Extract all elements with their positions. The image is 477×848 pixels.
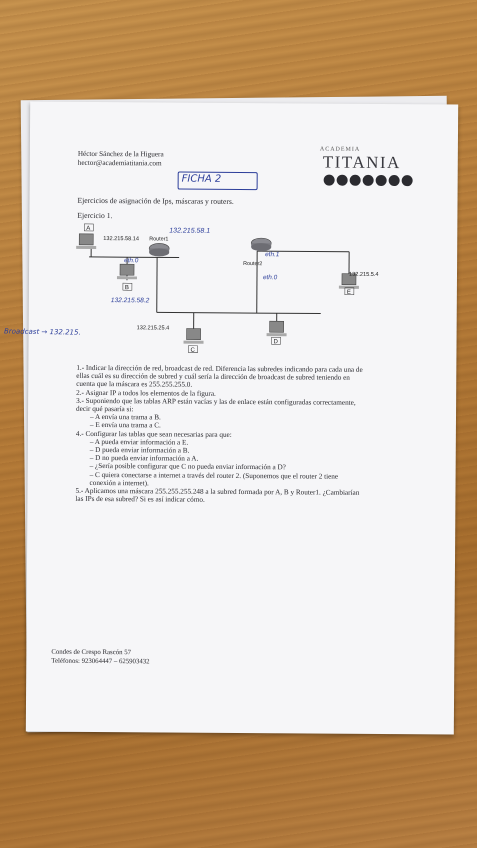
router2-label: Router2	[243, 261, 262, 267]
label-D: D	[274, 339, 279, 345]
bus-right	[257, 250, 350, 253]
ip-B-handwritten: 132.215.58.2	[111, 297, 150, 304]
computer-A-icon	[76, 233, 97, 249]
author-name: Héctor Sánchez de la Higuera	[77, 149, 164, 159]
router1-label: Router1	[149, 236, 168, 242]
worksheet-page: Héctor Sánchez de la Higuera hector@acad…	[25, 101, 459, 735]
label-A: A	[86, 226, 90, 232]
eth1-router2-handwritten: eth.1	[265, 251, 280, 258]
academy-logo-dots	[323, 174, 413, 187]
academy-logo-name: TITANIA	[322, 152, 401, 173]
question-line: las IPs de esa subred? Si es así indicar…	[75, 495, 205, 504]
bus-top	[89, 256, 180, 259]
computer-C-icon	[183, 328, 204, 344]
ip-E: 132.215.5.4	[349, 272, 379, 278]
ip-router1-handwritten: 132.215.58.1	[169, 227, 210, 234]
label-B: B	[125, 285, 129, 291]
footer-phones: Teléfonos: 923064447 – 625903432	[51, 657, 150, 666]
eth0-router1-handwritten: eth.0	[124, 257, 139, 264]
label-E: E	[347, 290, 351, 296]
label-C: C	[190, 348, 195, 354]
handwritten-ficha: FICHA 2	[181, 173, 222, 185]
bus-lower	[156, 311, 321, 315]
question-list: 1.- Indicar la dirección de red, broadca…	[75, 364, 446, 506]
worksheet-subtitle: Ejercicios de asignación de Ips, máscara…	[77, 195, 234, 206]
eth0-router2-handwritten: eth.0	[263, 274, 278, 281]
footer-address: Condes de Crespo Rascón 57	[51, 648, 132, 657]
network-diagram: A 132.215.58.14 132.215.58.1 Router1 eth…	[76, 223, 379, 354]
computer-D-icon	[266, 320, 287, 337]
author-email: hector@academiatitania.com	[77, 158, 162, 168]
computer-B-icon	[116, 263, 137, 280]
ip-C: 132.215.25.4	[137, 325, 170, 331]
ip-A: 132.215.58.14	[103, 236, 139, 242]
broadcast-handwritten-note: Broadcast → 132.215.	[3, 327, 81, 337]
